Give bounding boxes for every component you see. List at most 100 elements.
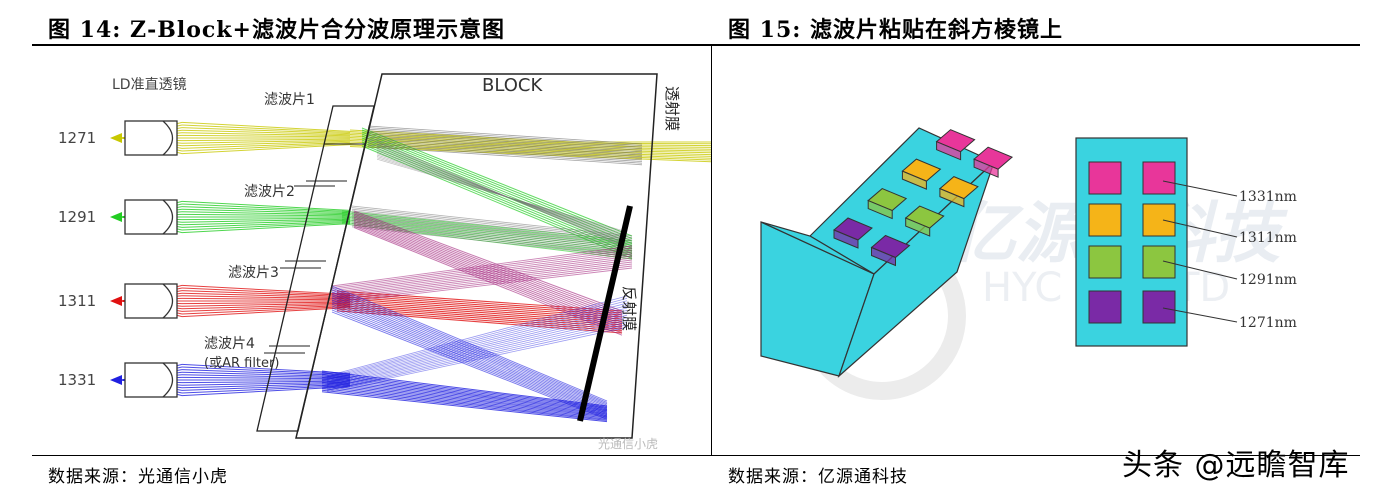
ray-line <box>326 322 628 390</box>
ray-line <box>336 299 623 322</box>
ray-line <box>331 311 608 420</box>
ray-line <box>181 297 351 301</box>
ray-line <box>181 222 351 231</box>
ray-line <box>376 146 623 242</box>
wl-1291-label: 1291 <box>58 208 96 226</box>
ray-line <box>376 140 623 247</box>
filter-chip-side <box>936 140 962 161</box>
ray-line <box>181 220 351 228</box>
ray-line <box>351 207 633 238</box>
ray-line <box>321 384 608 418</box>
arrow-1311 <box>110 296 122 306</box>
ray-line <box>361 131 633 242</box>
prism-left-face <box>760 221 875 275</box>
ray-line <box>326 314 628 386</box>
filter-2-label: 滤波片2 <box>244 184 295 200</box>
ray-line <box>336 301 623 324</box>
filter-chip-side <box>973 158 999 178</box>
ray-line <box>571 142 711 145</box>
label-1331nm: 1331nm <box>1239 189 1297 205</box>
filter-3-label: 滤波片3 <box>228 265 279 281</box>
filter-chip <box>1142 290 1176 324</box>
ray-line <box>353 213 623 316</box>
ray-line <box>331 263 633 301</box>
ray-line <box>336 304 623 328</box>
filter-chip <box>1088 161 1122 195</box>
source-watermark: 光通信小虎 <box>598 437 658 451</box>
ray-line <box>353 225 623 334</box>
arrow-1331 <box>110 375 122 385</box>
ray-line <box>181 307 351 318</box>
ray-line <box>367 143 643 162</box>
ray-line <box>326 324 628 391</box>
ray-line <box>351 208 633 240</box>
ray-line <box>351 216 633 248</box>
ray-line <box>376 142 623 246</box>
ray-line <box>181 301 351 305</box>
ray-line <box>376 156 623 234</box>
ray-line <box>341 213 633 246</box>
ray-line <box>331 267 633 305</box>
ray-line <box>321 375 608 411</box>
ray-line <box>353 222 623 330</box>
ray-line <box>321 381 608 415</box>
ray-line <box>181 366 351 375</box>
arrow-1291 <box>110 212 122 222</box>
ray-line <box>376 144 623 243</box>
wl-1311-label: 1311 <box>58 292 96 310</box>
ray-line <box>353 224 623 332</box>
ray-line <box>321 373 608 409</box>
ray-line <box>367 138 643 158</box>
ray-line <box>331 289 608 405</box>
ray-line <box>351 221 633 253</box>
ray-line <box>361 135 633 247</box>
ray-line <box>353 210 623 312</box>
filter-strip <box>256 105 375 432</box>
ray-line <box>331 291 608 406</box>
ray-line <box>181 140 351 147</box>
filter-4-note: (或AR filter) <box>204 356 279 371</box>
ray-line <box>331 265 633 303</box>
reflect-film <box>577 205 633 422</box>
ray-line <box>351 215 633 246</box>
ray-line <box>331 293 608 408</box>
ray-line <box>351 220 633 251</box>
ray-line <box>351 223 633 254</box>
ray-line <box>376 151 623 237</box>
ray-line <box>181 139 351 144</box>
filter-chip-side <box>871 246 896 267</box>
filter-4-label: 滤波片4 <box>204 336 255 352</box>
ray-line <box>181 206 351 214</box>
ray-line <box>181 219 351 226</box>
lens-1331 <box>124 362 178 398</box>
ray-line <box>571 150 711 156</box>
ray-line <box>353 216 623 321</box>
ray-line <box>571 154 711 161</box>
ray-line <box>331 309 608 419</box>
ray-line <box>353 218 623 323</box>
ld-lens-label: LD准直透镜 <box>112 76 187 93</box>
ray-line <box>336 308 623 332</box>
ray-line <box>367 144 643 164</box>
ray-line <box>181 127 351 135</box>
arrow-1271 <box>110 133 122 143</box>
ray-line <box>353 221 623 327</box>
block-label: BLOCK <box>482 75 543 96</box>
ray-line <box>181 203 351 212</box>
ray-line <box>353 212 623 314</box>
ray-line <box>326 319 628 389</box>
figure-15-diagram: 亿源通科技 HYC CO.,LTD 1331nm 1311nm 1291nm 1… <box>760 127 1297 400</box>
ray-line <box>181 217 351 221</box>
ray-line <box>331 285 608 402</box>
label-1291nm: 1291nm <box>1239 272 1297 288</box>
ray-line <box>367 133 643 153</box>
ray-line <box>351 210 633 242</box>
ray-line <box>181 302 351 307</box>
ray-line <box>321 386 608 419</box>
ray-line <box>181 374 351 379</box>
filter-chip <box>1142 203 1176 237</box>
ray-line <box>331 301 608 413</box>
ray-line <box>353 227 623 336</box>
label-1311nm: 1311nm <box>1239 230 1297 246</box>
filter-chip <box>1142 161 1176 195</box>
